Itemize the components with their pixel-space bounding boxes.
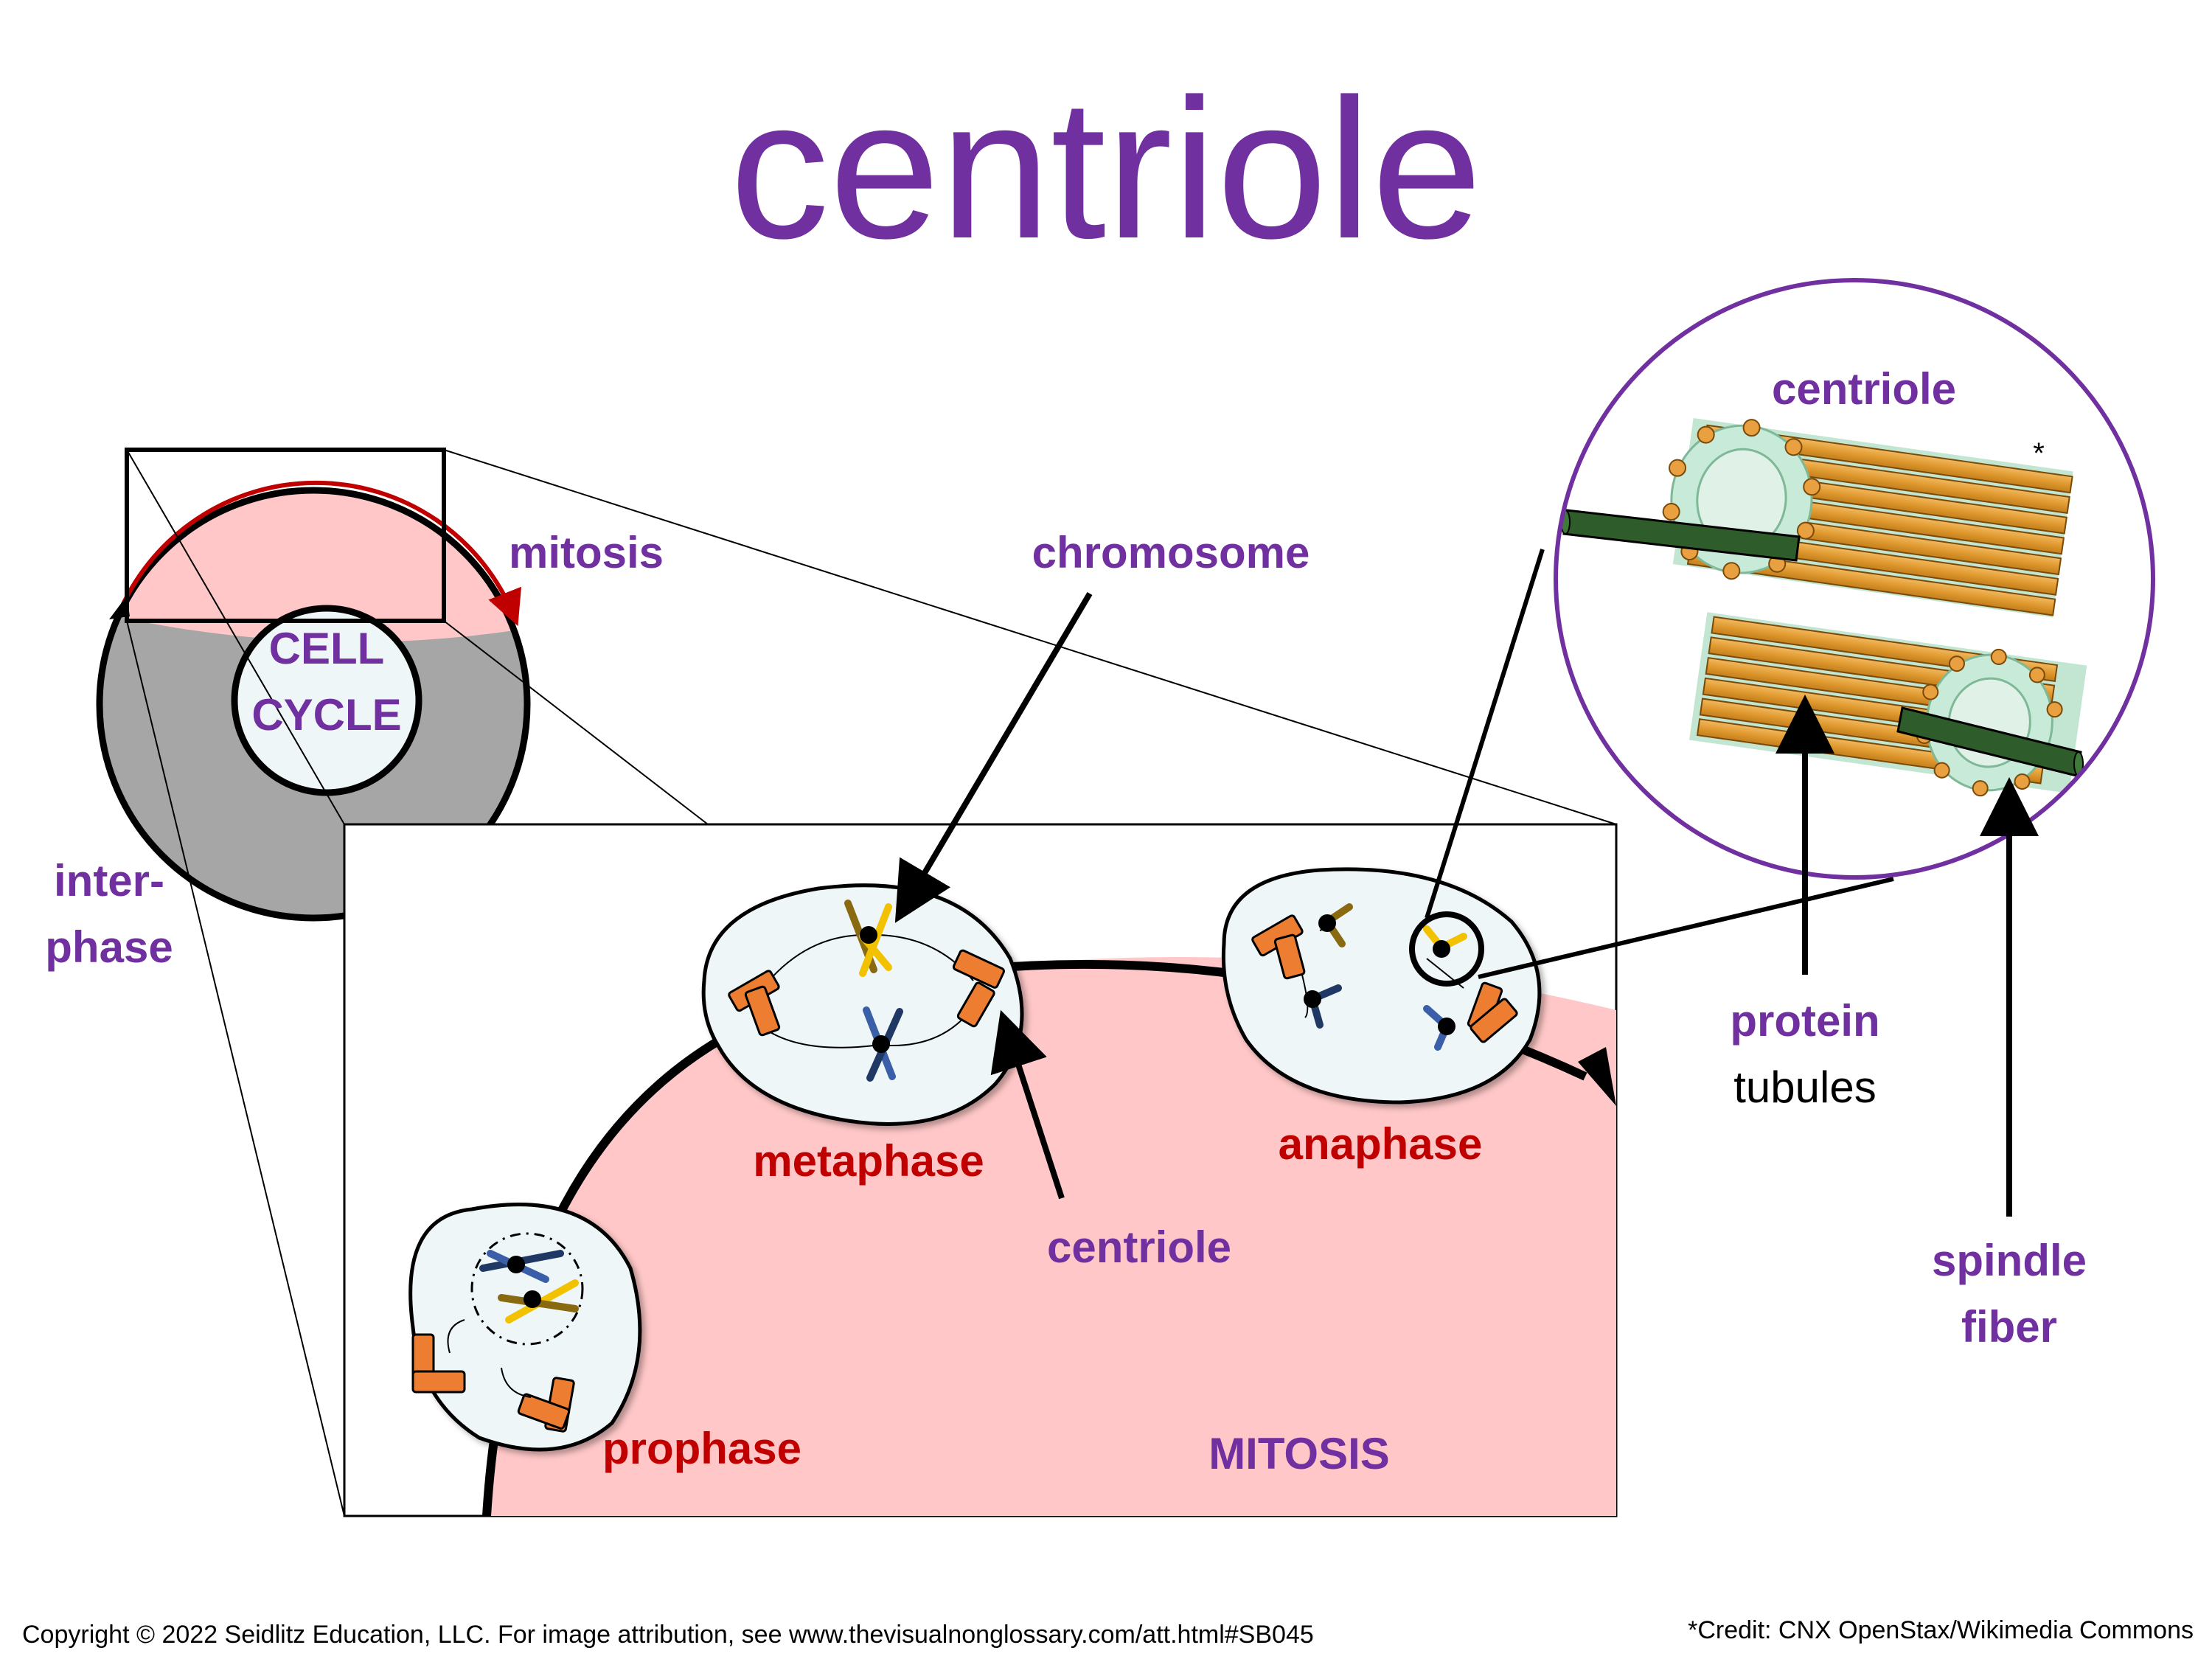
cell-cycle-center-line2: CYCLE (251, 690, 401, 740)
chromosome-arrow (894, 591, 1093, 923)
projection-lines (126, 449, 1617, 1517)
spindle-label-line2: fiber (1961, 1302, 2057, 1352)
anaphase-cell (1221, 867, 1542, 1105)
mitosis-panel-title: MITOSIS (1208, 1429, 1390, 1478)
centriole-zoom: centriole * (1554, 278, 2155, 880)
cell-cycle-diagram (96, 480, 531, 922)
footer-copyright: Copyright © 2022 Seidlitz Education, LLC… (22, 1621, 1314, 1649)
interphase-label-line1: inter- (54, 856, 164, 905)
zoom-connector-lines (1425, 549, 1894, 979)
footer-credit: *Credit: CNX OpenStax/Wikimedia Commons (1688, 1616, 2194, 1644)
tubules-label: tubules (1733, 1062, 1876, 1112)
mitosis-arrowhead (1578, 1047, 1616, 1106)
metaphase-label: metaphase (753, 1136, 984, 1186)
chromosome-label: chromosome (1032, 528, 1310, 577)
metaphase-cell (701, 883, 1024, 1126)
spindle-label-line1: spindle (1932, 1236, 2087, 1285)
mitosis-label: mitosis (509, 528, 664, 577)
credit-asterisk: * (2033, 437, 2045, 470)
pointer-arrows (894, 591, 2039, 1217)
anaphase-label: anaphase (1279, 1119, 1483, 1169)
centriole-arrow (990, 1009, 1065, 1200)
zoom-centriole-title: centriole (1772, 364, 1956, 414)
centriole-pointer-label: centriole (1047, 1222, 1231, 1272)
protein-label: protein (1730, 996, 1879, 1046)
prophase-chromosomes (479, 1250, 579, 1324)
prophase-cell (408, 1203, 642, 1452)
prophase-label: prophase (602, 1424, 801, 1473)
interphase-label-line2: phase (45, 922, 173, 972)
centriole-illustration (1560, 418, 2087, 797)
mitosis-arc-arrow (116, 480, 521, 627)
cell-cycle-center-line1: CELL (269, 624, 385, 673)
page-title: centriole (730, 58, 1483, 280)
cell-cycle-zoom-box (125, 448, 446, 623)
prophase-centrioles (411, 1333, 575, 1433)
anaphase-zoom-circle (1409, 911, 1484, 987)
